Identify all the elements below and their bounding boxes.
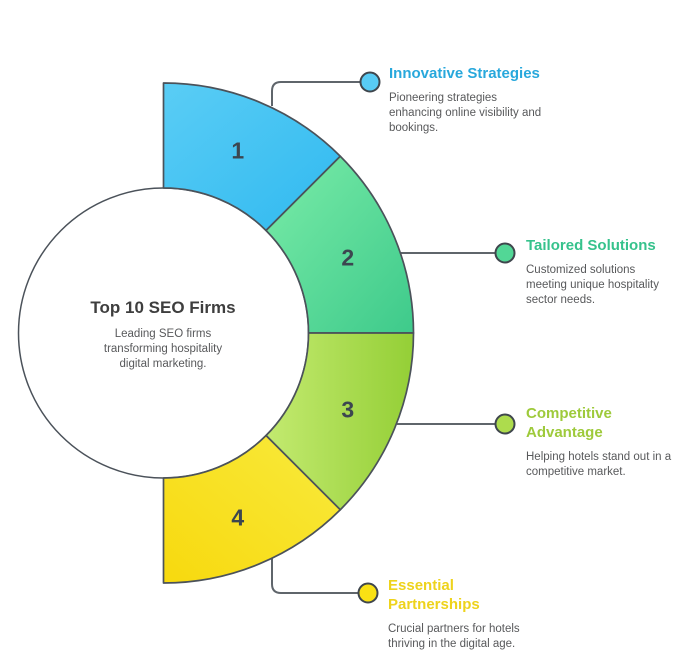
callout-2-description: Customized solutions meeting unique hosp… [526,264,659,306]
diagram-title: Top 10 SEO Firms [90,298,236,317]
connector-line-4 [271,558,359,594]
segment-4-number: 4 [231,504,245,531]
callout-4: Essential Partnerships Crucial partners … [388,576,540,652]
callout-1-description: Pioneering strategies enhancing online v… [389,92,542,134]
callout-3-description: Helping hotels stand out in a competitiv… [526,451,672,478]
center-text-block: Top 10 SEO Firms Leading SEO firms trans… [48,297,278,372]
callout-1: Innovative Strategies Pioneering strateg… [389,64,549,136]
callout-1-title: Innovative Strategies [389,65,540,82]
callout-4-description: Crucial partners for hotels thriving in … [388,623,520,650]
callout-4-dot [357,582,379,604]
connector-line-1 [271,81,361,106]
callout-3: Competitive Advantage Helping hotels sta… [526,404,678,480]
callout-3-dot [494,413,516,435]
callout-1-dot [359,71,381,93]
segment-2-number: 2 [341,244,355,271]
callout-2: Tailored Solutions Customized solutions … [526,236,668,308]
callout-3-title: Competitive Advantage [526,405,612,441]
callout-4-title: Essential Partnerships [388,577,480,613]
segment-3-number: 3 [341,396,355,423]
diagram-subtitle: Leading SEO firms transforming hospitali… [103,328,223,370]
segment-4-arc [162,434,342,584]
callout-2-dot [494,242,516,264]
callout-2-title: Tailored Solutions [526,237,656,254]
segment-1-number: 1 [231,137,245,164]
